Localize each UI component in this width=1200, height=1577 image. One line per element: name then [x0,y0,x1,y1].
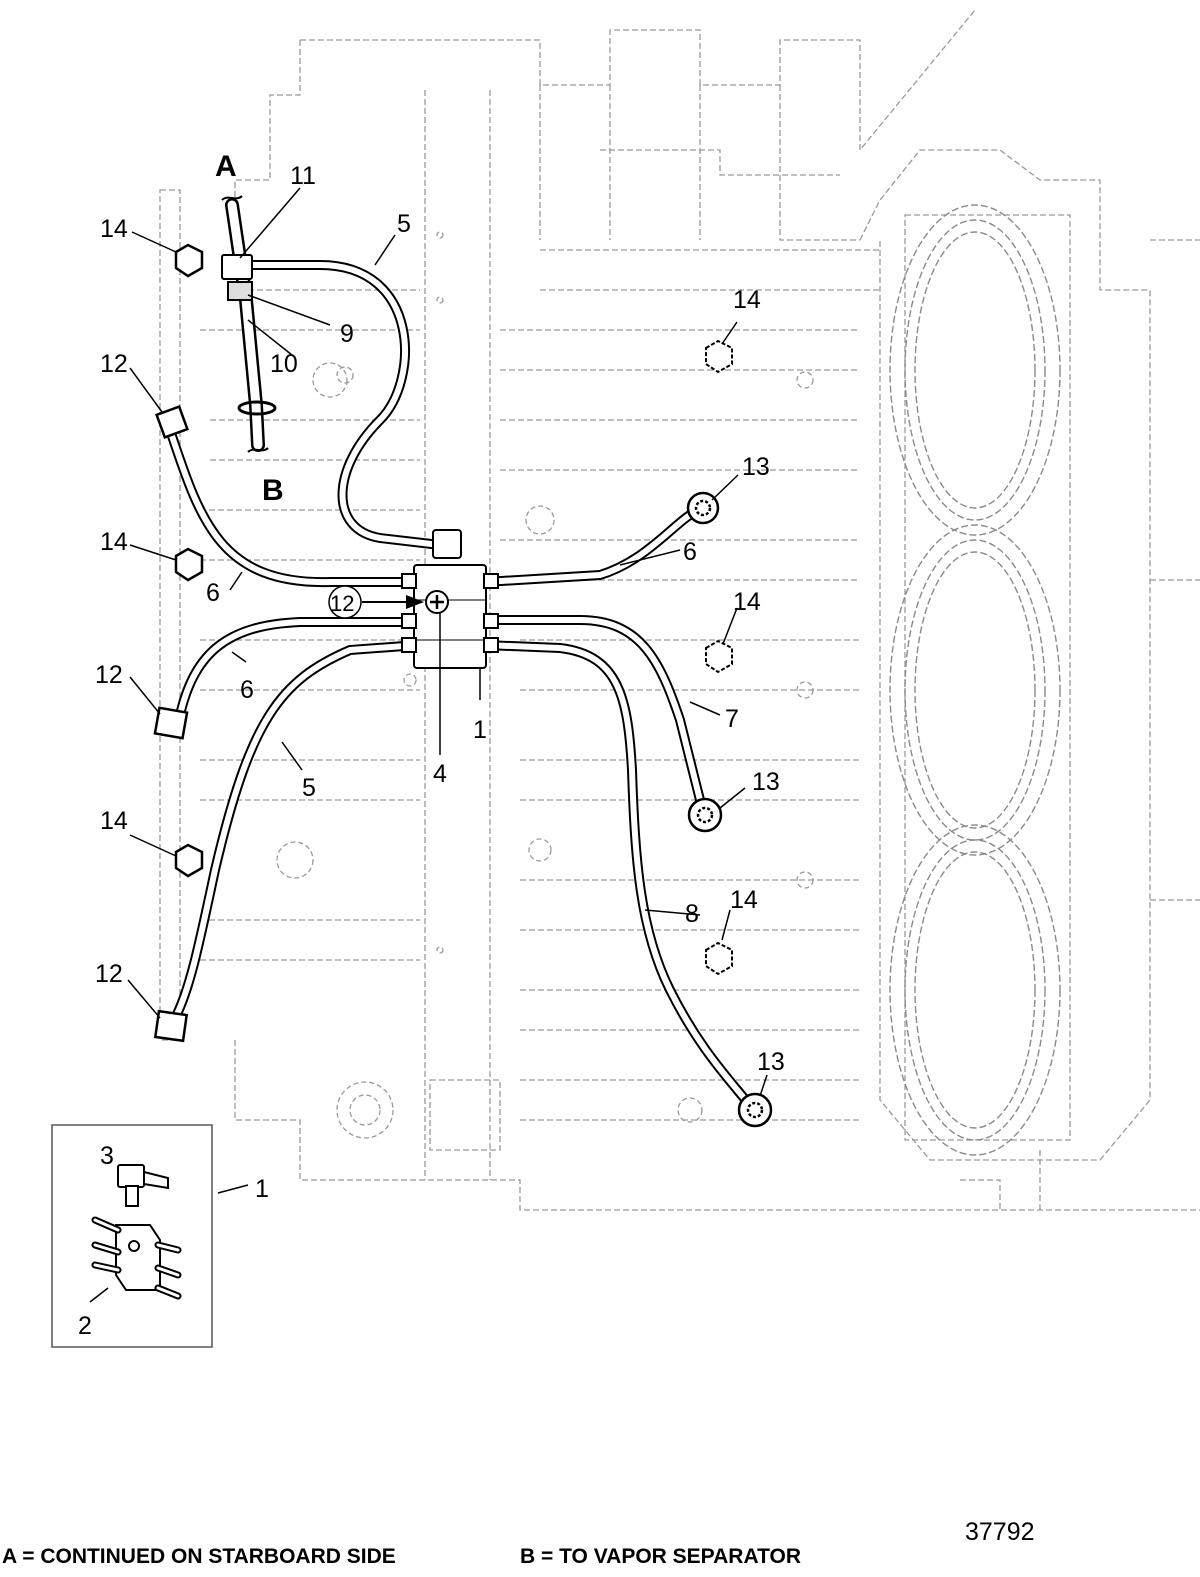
callout-5: 5 [302,774,316,802]
callout-12-torque: 12 [330,591,354,616]
legend-a: A = CONTINUED ON STARBOARD SIDE [2,1545,396,1568]
callout-9: 9 [340,320,354,348]
callout-2: 2 [78,1312,92,1340]
callout-12: 12 [95,960,123,988]
marker-b: B [262,474,284,507]
callout-10: 10 [270,350,298,378]
callout-5: 5 [397,210,411,238]
inset-box [51,1124,213,1348]
torque-reference [328,585,424,619]
callout-14: 14 [733,588,761,616]
callout-4: 4 [433,760,447,788]
callout-1: 1 [473,716,487,744]
callout-6: 6 [683,538,697,566]
callout-14: 14 [100,528,128,556]
engine-block-outline [159,9,1200,1211]
callout-14: 14 [100,807,128,835]
callout-3: 3 [100,1142,114,1170]
bolts-14 [174,243,733,976]
callout-14: 14 [100,215,128,243]
callout-1: 1 [255,1175,269,1203]
callout-6: 6 [206,579,220,607]
legend-b: B = TO VAPOR SEPARATOR [520,1545,802,1568]
callout-14: 14 [733,286,761,314]
callout-8: 8 [685,900,699,928]
elbow-fittings-12 [153,405,189,1043]
callout-7: 7 [725,705,739,733]
callout-13: 13 [757,1048,785,1076]
hoses [165,198,757,1113]
callout-13: 13 [752,768,780,796]
callout-13: 13 [742,453,770,481]
figure-number: 37792 [965,1518,1035,1546]
callout-11: 11 [290,162,316,190]
line-break-marks [221,195,269,453]
engine-bosses [276,231,814,1139]
marker-a: A [215,150,237,183]
leader-lines [109,187,768,1194]
callout-12: 12 [95,661,123,689]
callout-6: 6 [240,676,254,704]
hose-ends-13 [686,491,773,1128]
callout-12: 12 [100,350,128,378]
callout-labels: A B 11 5 14 9 10 12 14 13 14 6 6 12 14 1… [78,150,785,1340]
callout-14: 14 [730,886,758,914]
fittings [221,254,499,669]
cylinder-bores [889,204,1061,1156]
